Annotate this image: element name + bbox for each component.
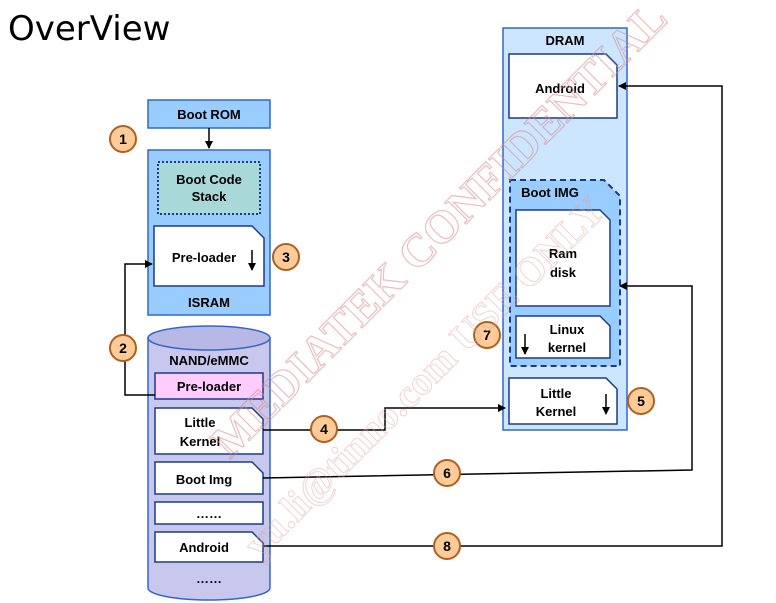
- boot-rom-box: [147, 99, 271, 129]
- step-badge-7: 7: [473, 321, 501, 349]
- step-badge-4: 4: [310, 415, 338, 443]
- ram-disk-box: [515, 209, 611, 307]
- nand-dots-1: ……: [196, 506, 222, 521]
- dram-kernel-label: Kernel: [536, 404, 576, 419]
- nand-android-box: [154, 531, 264, 563]
- dram-label: DRAM: [546, 33, 585, 48]
- step-badge-6: 6: [433, 459, 461, 487]
- step-5-label: 5: [637, 393, 645, 409]
- nand-preloader-box: [154, 372, 264, 400]
- nand-kernel-label: Kernel: [180, 434, 220, 449]
- preloader-box: [153, 225, 265, 287]
- nand-dots-box: [154, 501, 264, 525]
- step-8-label: 8: [443, 538, 451, 554]
- step-4-label: 4: [320, 421, 328, 437]
- nand-boot-img-label: Boot Img: [176, 472, 232, 487]
- step-3-label: 3: [282, 249, 290, 265]
- step-badge-3: 3: [272, 243, 300, 271]
- preloader-label: Pre-loader: [172, 250, 236, 265]
- nand-android-label: Android: [179, 540, 229, 555]
- step-badge-2: 2: [109, 334, 137, 362]
- nand-boot-img-box: [154, 461, 264, 495]
- dram-boot-img-label: Boot IMG: [521, 185, 579, 200]
- boot-rom-label: Boot ROM: [177, 107, 241, 122]
- dram-android-label: Android: [535, 81, 585, 96]
- page-title: OverView: [8, 9, 170, 49]
- boot-code-stack-box: [157, 161, 261, 215]
- dram-android-box: [508, 53, 618, 119]
- arrow-nand-preloader-to-isram: [124, 260, 155, 396]
- nand-preloader-label: Pre-loader: [177, 379, 241, 394]
- nand-dots-2: ……: [196, 571, 222, 586]
- step-1-label: 1: [119, 131, 127, 147]
- nand-emmc-label: NAND/eMMC: [169, 353, 249, 368]
- step-badge-1: 1: [109, 125, 137, 153]
- dram-little-kernel-box: [508, 377, 618, 425]
- step-badge-8: 8: [433, 532, 461, 560]
- step-7-label: 7: [483, 327, 491, 343]
- isram-label: ISRAM: [188, 295, 230, 310]
- ram-label: Ram: [549, 246, 577, 261]
- disk-label: disk: [550, 265, 577, 280]
- arrow-boot-img-load: [262, 282, 693, 479]
- nand-little-label: Little: [184, 415, 215, 430]
- nand-little-kernel-box: [154, 407, 264, 455]
- nand-emmc-cylinder-top: [147, 325, 271, 351]
- arrow-android-load: [263, 82, 723, 547]
- linux-kernel-box: [515, 315, 611, 359]
- step-2-label: 2: [119, 340, 127, 356]
- step-6-label: 6: [443, 465, 451, 481]
- linux-label: Linux: [550, 322, 585, 337]
- boot-code-label: Boot Code: [176, 172, 242, 187]
- stack-label: Stack: [192, 189, 227, 204]
- kernel-label: kernel: [548, 340, 586, 355]
- step-badge-5: 5: [627, 387, 655, 415]
- dram-little-label: Little: [540, 386, 571, 401]
